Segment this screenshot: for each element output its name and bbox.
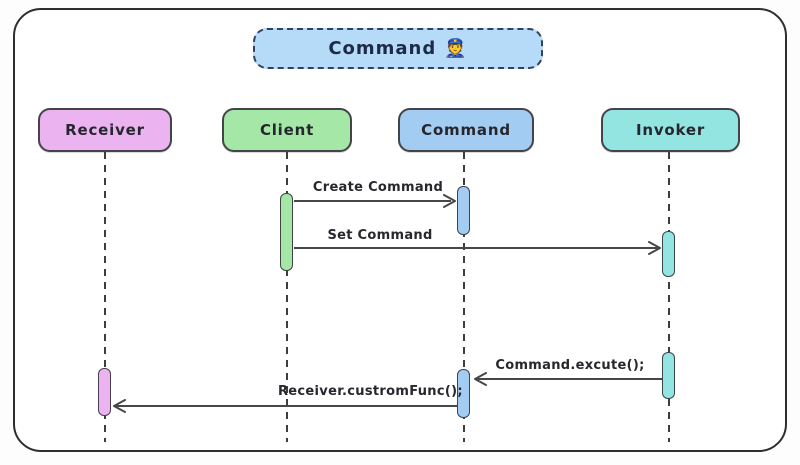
participant-client: Client <box>222 108 352 152</box>
activation-bar-client <box>280 193 293 271</box>
participant-invoker: Invoker <box>601 108 740 152</box>
participant-command: Command <box>398 108 534 152</box>
message-line-receiver-custromfunc <box>116 405 457 407</box>
activation-bar-receiver <box>98 368 111 416</box>
diagram-title: Command <box>328 38 437 59</box>
message-line-create-command <box>294 200 451 202</box>
lifeline-receiver <box>104 152 106 442</box>
lifeline-invoker <box>668 152 670 442</box>
participant-receiver: Receiver <box>38 108 172 152</box>
activation-bar-command-2 <box>457 369 470 418</box>
arrowhead-left-icon <box>473 372 488 387</box>
message-label-receiver-custromfunc: Receiver.custromFunc(); <box>278 384 463 399</box>
arrowhead-right-icon <box>442 194 457 209</box>
message-label-command-excute: Command.excute(); <box>495 358 645 373</box>
message-line-command-excute <box>477 378 662 380</box>
lifeline-client <box>286 152 288 442</box>
participant-invoker-label: Invoker <box>635 121 706 139</box>
participant-receiver-label: Receiver <box>65 121 145 139</box>
arrowhead-right-icon <box>647 241 662 256</box>
police-officer-emoji-icon: 👮 <box>444 38 468 59</box>
activation-bar-invoker-2 <box>662 352 675 399</box>
activation-bar-invoker-1 <box>662 231 675 277</box>
message-label-create-command: Create Command <box>312 180 444 195</box>
lifeline-command <box>463 152 465 442</box>
participant-command-label: Command <box>421 121 511 139</box>
message-line-set-command <box>294 247 658 249</box>
diagram-title-box: Command 👮 <box>253 28 543 69</box>
participant-client-label: Client <box>259 121 315 139</box>
arrowhead-left-icon <box>112 399 127 414</box>
activation-bar-command-1 <box>457 186 470 235</box>
message-label-set-command: Set Command <box>327 228 433 243</box>
